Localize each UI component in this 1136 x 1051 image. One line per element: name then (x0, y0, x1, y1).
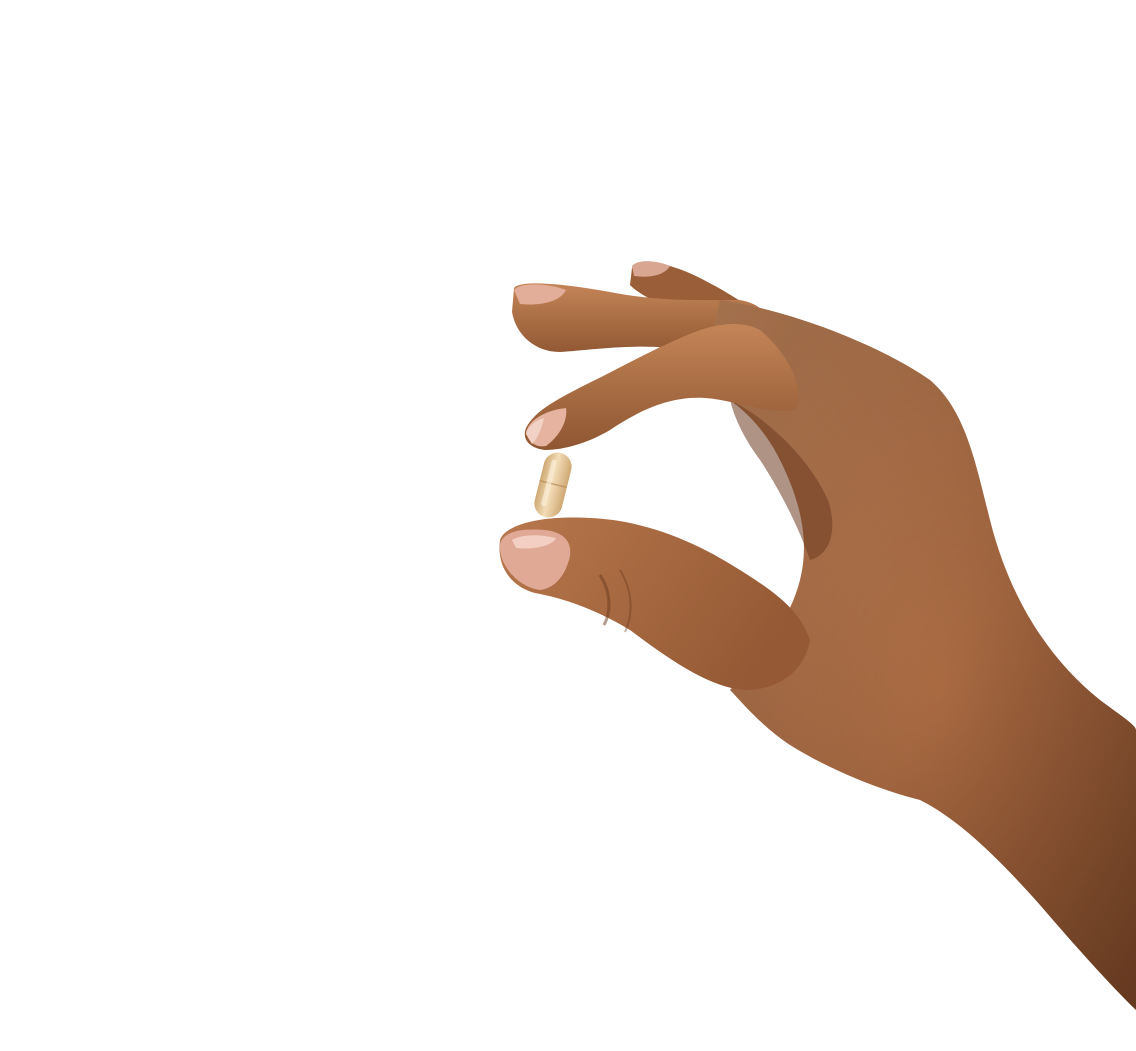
back-finger-nail (632, 261, 670, 277)
thumb-knuckle-crease-2 (619, 569, 632, 633)
thumb-knuckle-crease (598, 574, 611, 626)
thumb (499, 517, 810, 690)
middle-finger-nail (514, 284, 566, 305)
index-finger-nail-tip (526, 418, 544, 444)
palm-inner-fold (730, 400, 833, 560)
index-finger (524, 324, 799, 450)
thumb-nail-highlight (512, 535, 556, 549)
capsule (534, 452, 572, 518)
